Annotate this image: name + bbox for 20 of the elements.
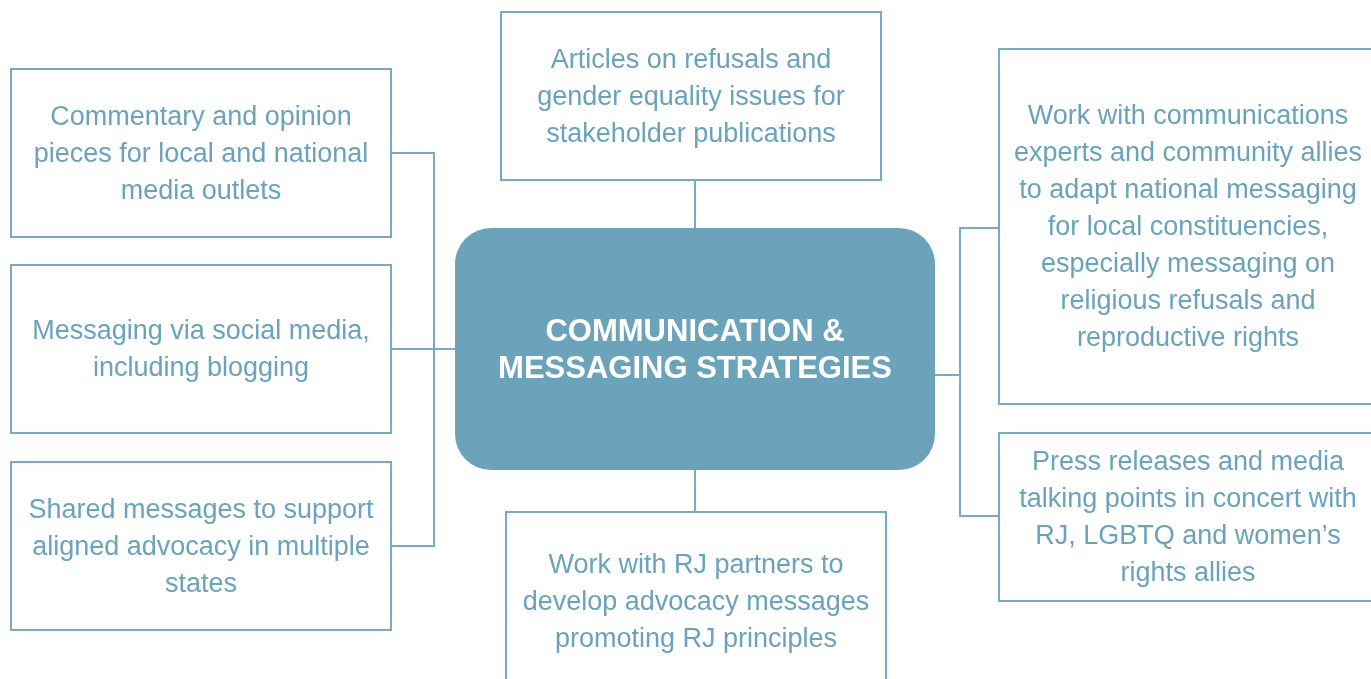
strategy-box (10, 461, 392, 631)
topic-title: COMMUNICATION & MESSAGING STRATEGIES (497, 312, 893, 386)
strategy-box (505, 511, 887, 679)
strategy-text: Articles on refusals and gender equality issues for stakeholder publications (536, 42, 846, 150)
connector-line (694, 180, 696, 229)
strategy-box (998, 48, 1371, 405)
strategy-box (998, 432, 1371, 602)
strategy-text: Press releases and media talking points in concert with RJ, LGBTQ and women’s rights allies (1018, 445, 1358, 589)
strategy-text: Work with RJ partners to develop advocacy messages promoting RJ principles (521, 547, 871, 655)
strategy-box (10, 68, 392, 238)
connector-line (391, 348, 456, 547)
strategy-text: Work with communications experts and community allies to adapt national messaging for local constituencies, especially messaging on religious refusals and reproductive rights (1012, 99, 1364, 354)
strategy-text: Messaging via social media, including blogging (31, 314, 371, 384)
strategy-box (10, 264, 392, 434)
connector-line (694, 469, 696, 512)
strategy-text: Commentary and opinion pieces for local and national media outlets (32, 99, 370, 207)
strategy-text: Shared messages to support aligned advocacy in multiple states (27, 492, 375, 600)
central-topic-box (455, 228, 935, 470)
strategy-box (500, 11, 882, 181)
connector-line (934, 374, 999, 517)
